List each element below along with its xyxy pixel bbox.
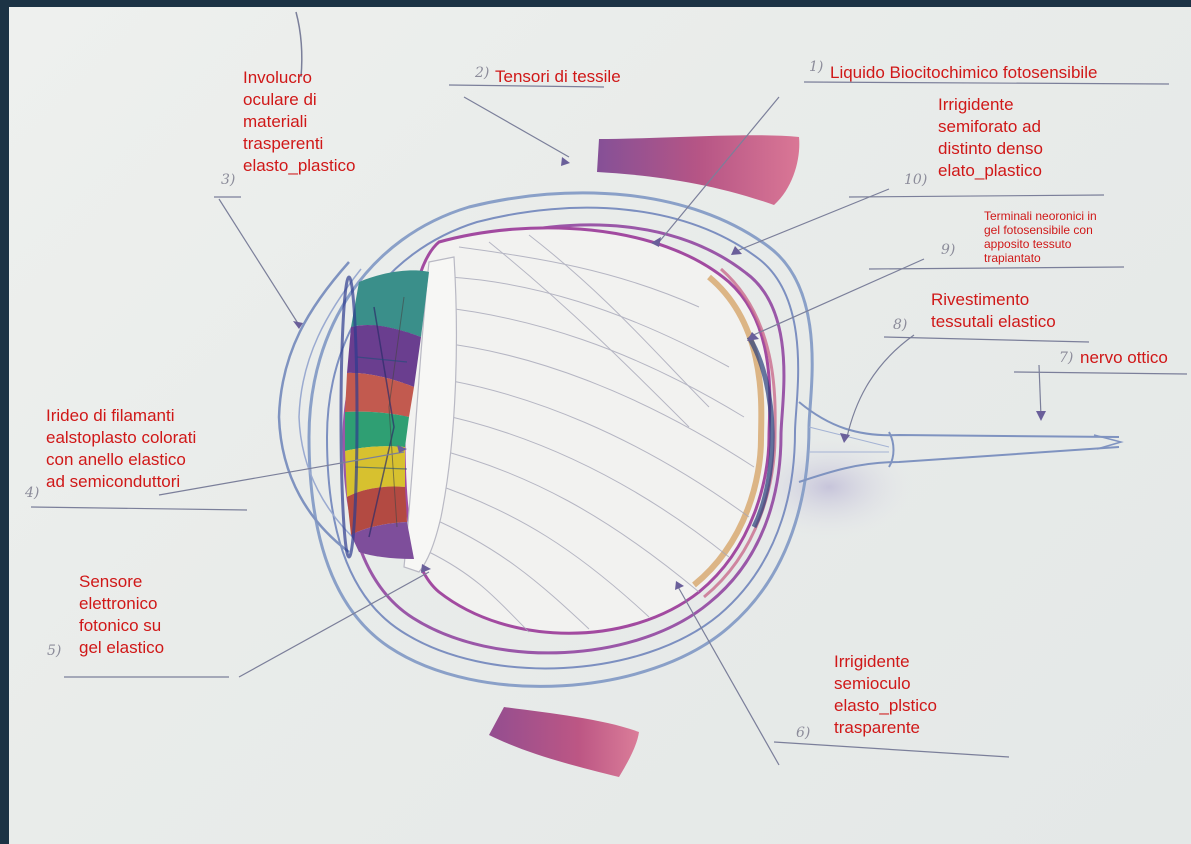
label-sensore: Sensore elettronico fotonico su gel elas…: [79, 571, 164, 659]
number-8: 8): [893, 317, 907, 333]
number-7: 7): [1059, 350, 1073, 366]
paper-sketch: Involucro oculare di materiali trasperen…: [9, 7, 1191, 844]
label-involucro-oculare: Involucro oculare di materiali trasperen…: [243, 67, 355, 177]
number-1: 1): [809, 59, 823, 75]
label-terminali: Terminali neoronici in gel fotosensibile…: [984, 209, 1097, 265]
label-liquido: Liquido Biocitochimico fotosensibile: [830, 62, 1097, 84]
number-6: 6): [796, 725, 810, 741]
label-irideo: Irideo di filamanti ealstoplasto colorat…: [46, 405, 196, 493]
vitreous-body: [404, 228, 770, 633]
number-3: 3): [221, 172, 235, 188]
muscle-bottom: [489, 707, 639, 777]
label-irrigidente-semioculo: Irrigidente semioculo elasto_plstico tra…: [834, 651, 937, 739]
label-irrigidente-semiforato: Irrigidente semiforato ad distinto denso…: [938, 94, 1043, 182]
label-rivestimento: Rivestimento tessutali elastico: [931, 289, 1056, 333]
label-nervo-ottico: nervo ottico: [1080, 347, 1168, 369]
label-tensori: Tensori di tessile: [495, 66, 621, 88]
number-10: 10): [904, 172, 927, 188]
number-9: 9): [941, 242, 955, 258]
number-5: 5): [47, 643, 61, 659]
number-2: 2): [475, 65, 489, 81]
number-4: 4): [25, 485, 39, 501]
